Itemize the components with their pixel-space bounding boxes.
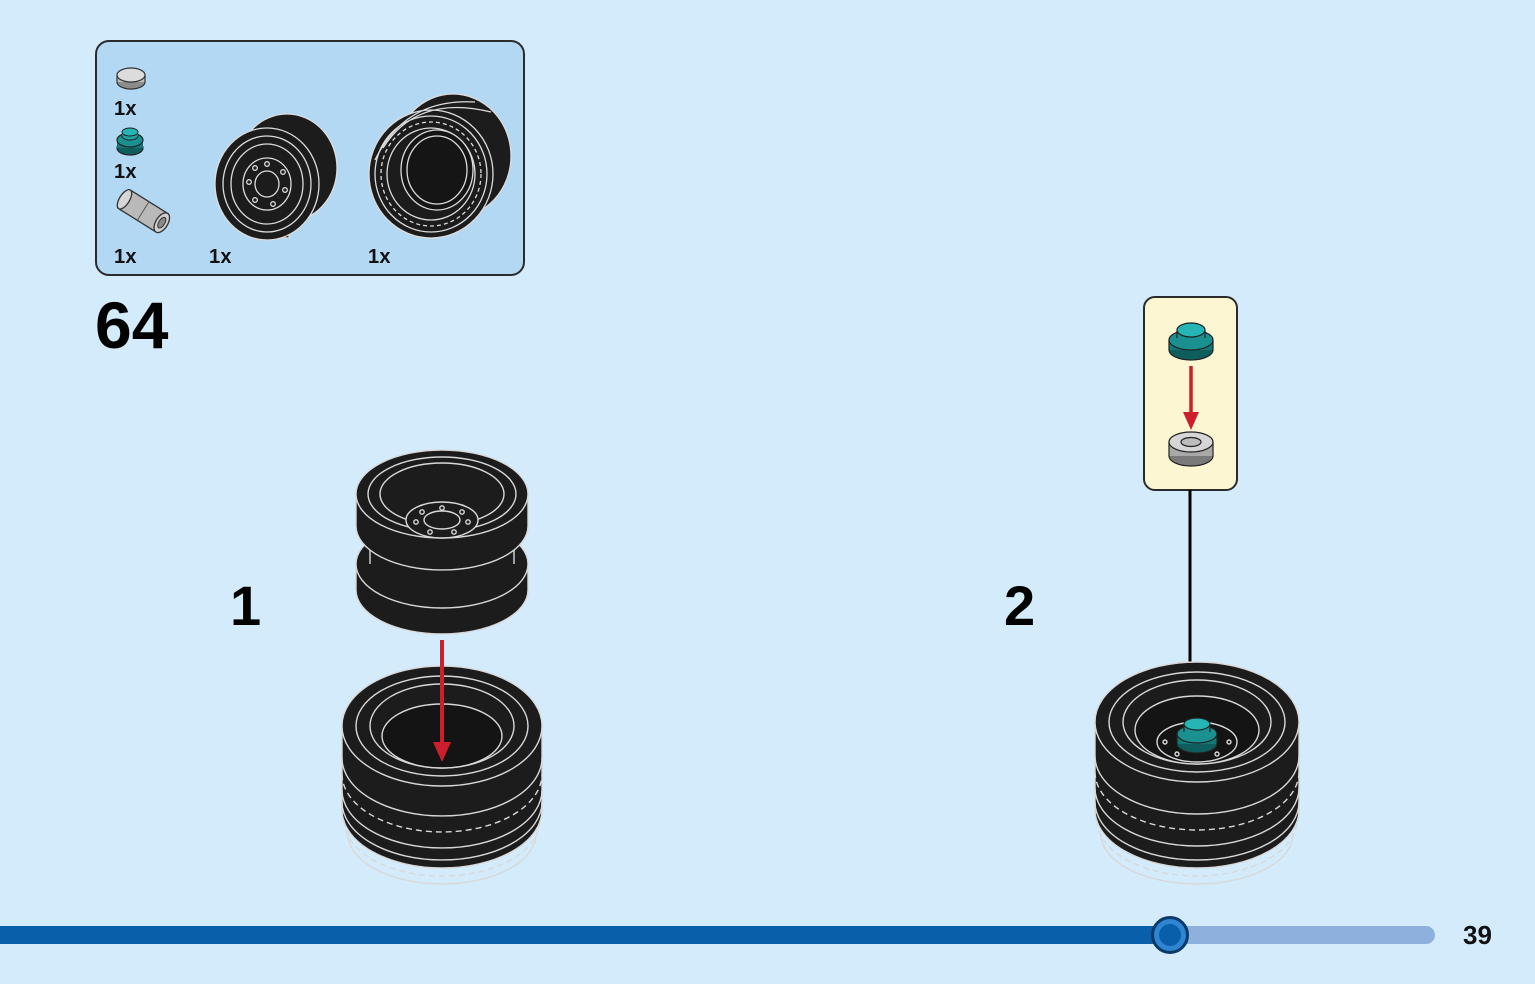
substep-2-label: 2 <box>1004 574 1036 637</box>
black-tire-icon <box>368 93 512 239</box>
part-quantity: 1x <box>114 98 137 120</box>
progress-knob-icon <box>1151 916 1189 954</box>
part-quantity: 1x <box>114 161 137 183</box>
black-wheel-rim-icon <box>214 113 338 241</box>
part-quantity: 1x <box>114 246 137 268</box>
substep-2-illustration <box>1094 661 1300 885</box>
red-arrow-icon <box>1183 366 1199 430</box>
callout-illustration <box>1168 322 1214 467</box>
wheel-rim-icon <box>355 449 529 635</box>
teal-round-plate-icon <box>1168 322 1214 361</box>
teal-round-plate-icon <box>1176 717 1218 754</box>
step-number: 64 <box>95 288 169 362</box>
substep-1-label: 1 <box>230 574 262 637</box>
substep-1-illustration <box>341 449 543 885</box>
part-quantity: 1x <box>368 246 391 268</box>
assembled-wheel-icon <box>1094 661 1300 885</box>
red-arrow-icon <box>433 640 451 762</box>
sub-assembly-callout <box>1143 296 1238 491</box>
progress-bar <box>0 916 1435 954</box>
parts-list-box: 1x 1x 1x <box>95 40 525 276</box>
teal-round-plate-icon <box>116 127 144 156</box>
part-quantity: 1x <box>209 246 232 268</box>
gray-connector-pin-icon <box>116 189 171 234</box>
page-number: 39 <box>1463 920 1492 950</box>
light-gray-round-tile-icon <box>1168 431 1214 467</box>
light-gray-round-tile-icon <box>116 67 146 90</box>
progress-fill <box>0 926 1170 944</box>
